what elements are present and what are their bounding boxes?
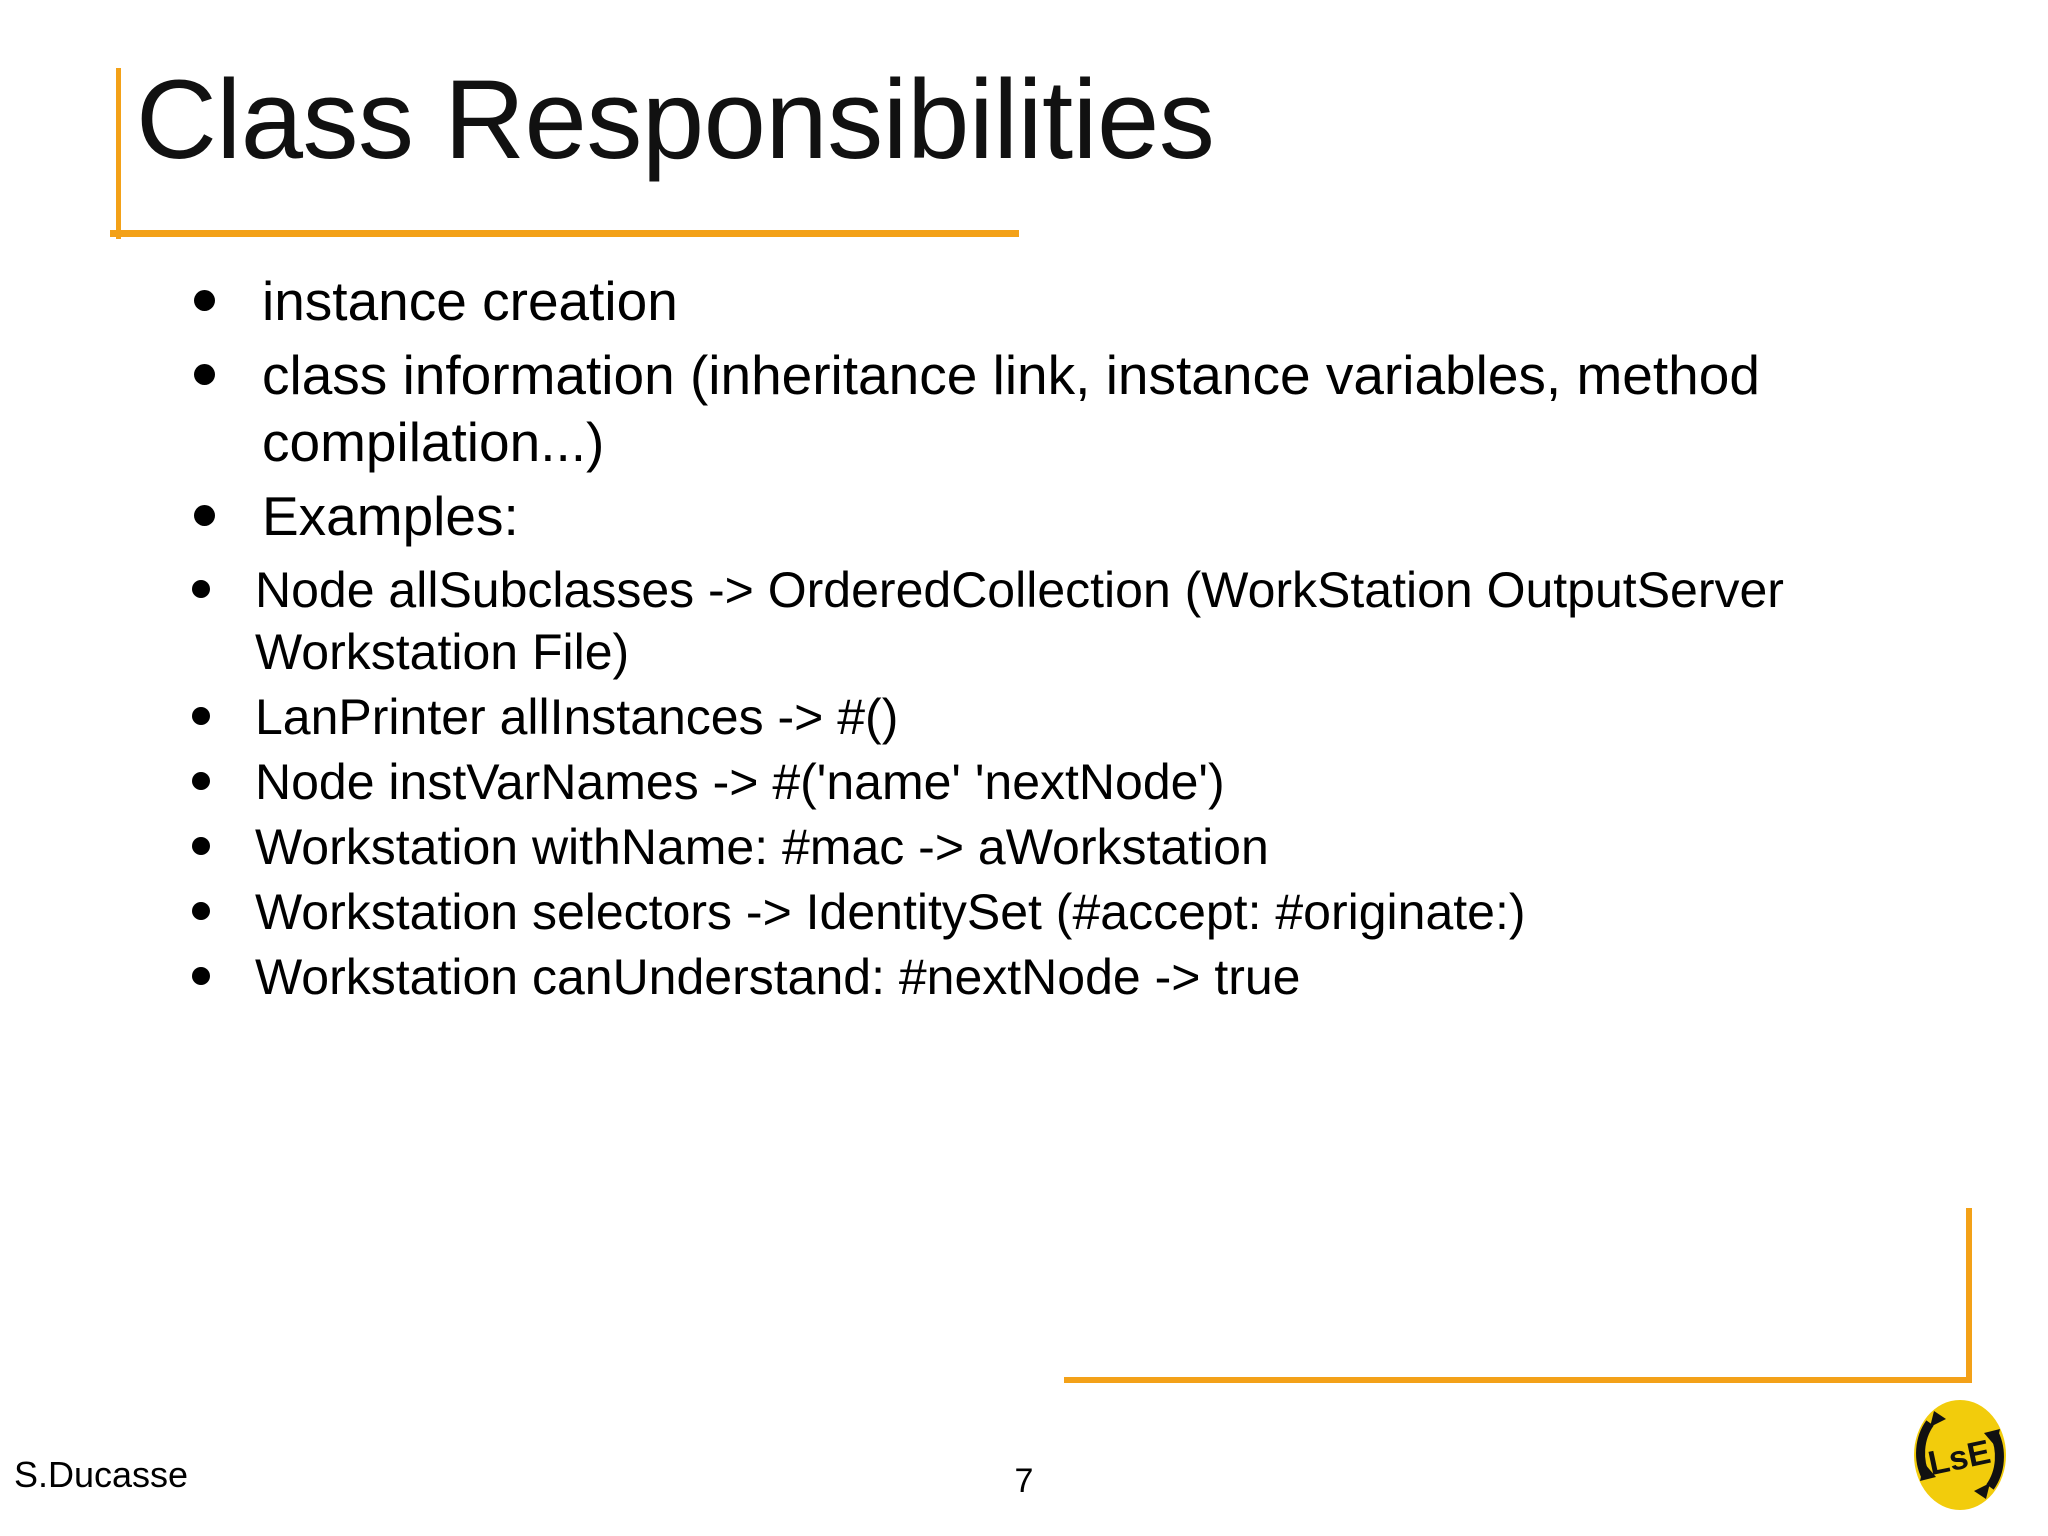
bullet-dot-icon xyxy=(192,706,210,725)
footer-accent-horizontal-rule xyxy=(1064,1377,1972,1383)
example-text: LanPrinter allInstances -> #() xyxy=(255,688,899,745)
slide-body: instance creation class information (inh… xyxy=(0,268,2048,1011)
lse-logo: LsE xyxy=(1890,1385,2030,1525)
list-item: Examples: xyxy=(180,483,1962,551)
example-text: Node instVarNames -> #('name' 'nextNode'… xyxy=(255,753,1225,810)
list-item: Node instVarNames -> #('name' 'nextNode'… xyxy=(180,751,1895,813)
bullet-list-level2: Node allSubclasses -> OrderedCollection … xyxy=(180,559,2048,1008)
bullet-dot-icon xyxy=(194,363,215,385)
bullet-dot-icon xyxy=(192,771,210,790)
title-accent-vertical-bar xyxy=(116,68,121,239)
bullet-text: Examples: xyxy=(262,484,519,547)
example-text: Node allSubclasses -> OrderedCollection … xyxy=(255,561,1784,680)
bullet-dot-icon xyxy=(194,290,215,311)
title-block: Class Responsibilities xyxy=(0,0,2048,250)
list-item: LanPrinter allInstances -> #() xyxy=(180,686,1895,748)
footer-author: S.Ducasse xyxy=(14,1454,189,1495)
bullet-list-level1: instance creation class information (inh… xyxy=(180,268,2048,1008)
list-item: instance creation xyxy=(180,268,1962,336)
list-item: Workstation canUnderstand: #nextNode -> … xyxy=(180,946,1895,1008)
list-item: class information (inheritance link, ins… xyxy=(180,342,1962,477)
page-number: 7 xyxy=(1014,1462,1034,1500)
bullet-text: class information (inheritance link, ins… xyxy=(262,343,1760,474)
examples-group: Node allSubclasses -> OrderedCollection … xyxy=(180,559,2048,1008)
list-item: Workstation withName: #mac -> aWorkstati… xyxy=(180,816,1895,878)
example-text: Workstation selectors -> IdentitySet (#a… xyxy=(255,883,1526,940)
list-item: Node allSubclasses -> OrderedCollection … xyxy=(180,559,1895,683)
page-title: Class Responsibilities xyxy=(136,57,1215,182)
list-item: Workstation selectors -> IdentitySet (#a… xyxy=(180,881,1895,943)
bullet-dot-icon xyxy=(192,579,210,598)
bullet-dot-icon xyxy=(194,504,215,526)
example-text: Workstation canUnderstand: #nextNode -> … xyxy=(255,948,1301,1005)
title-accent-underline xyxy=(110,230,1019,237)
example-text: Workstation withName: #mac -> aWorkstati… xyxy=(255,818,1269,875)
footer-accent-vertical-bar xyxy=(1966,1208,1972,1383)
bullet-dot-icon xyxy=(192,901,210,920)
bullet-dot-icon xyxy=(192,836,210,855)
bullet-dot-icon xyxy=(192,966,210,985)
bullet-text: instance creation xyxy=(262,270,678,332)
